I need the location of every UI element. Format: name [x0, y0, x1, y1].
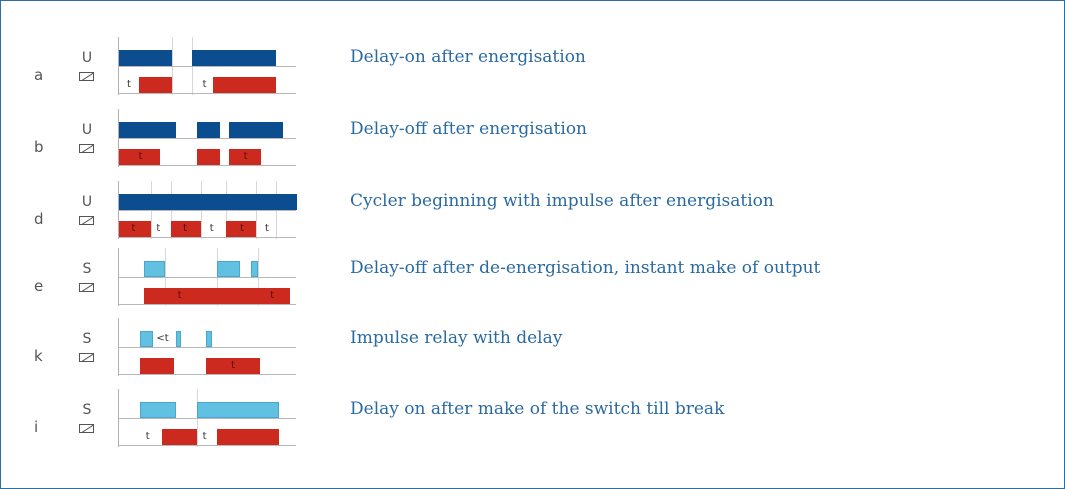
supply-voltage-symbol: U — [81, 194, 93, 210]
switch-on-pulse — [175, 331, 182, 347]
control-switch-symbol: S — [82, 402, 92, 418]
function-description: Delay-off after energisation — [350, 119, 588, 139]
supply-voltage-symbol: U — [81, 122, 93, 138]
function-letter: b — [34, 138, 44, 156]
function-description: Cycler beginning with impulse after ener… — [350, 191, 774, 211]
time-delay-label: t — [202, 79, 207, 90]
relay-coil-icon — [79, 72, 94, 81]
relay-output-pulse — [216, 429, 280, 445]
output-baseline — [118, 374, 296, 375]
function-description: Delay-on after energisation — [350, 47, 586, 67]
supply-on-pulse — [119, 194, 297, 210]
function-description: Impulse relay with delay — [350, 328, 563, 348]
control-switch-symbol: S — [82, 331, 92, 347]
function-letter: i — [34, 418, 39, 436]
supply-on-pulse — [191, 50, 276, 66]
output-baseline — [118, 93, 296, 94]
supply-on-pulse — [119, 50, 173, 66]
relay-coil-icon — [79, 144, 94, 153]
relay-output-pulse — [216, 288, 290, 304]
time-delay-label: t — [138, 151, 143, 162]
output-baseline — [118, 165, 296, 166]
relay-output-pulse — [119, 149, 160, 165]
function-letter: k — [34, 347, 43, 365]
relay-output-pulse — [225, 221, 257, 237]
relay-output-pulse — [206, 358, 260, 374]
relay-output-pulse — [229, 149, 262, 165]
relay-output-pulse — [140, 358, 175, 374]
time-delay-label: t — [231, 360, 236, 371]
time-delay-label: t — [240, 223, 244, 234]
relay-output-pulse — [170, 221, 201, 237]
time-delay-label: t — [202, 431, 207, 442]
control-switch-symbol: S — [82, 261, 92, 277]
relay-output-pulse — [197, 149, 221, 165]
switch-on-pulse — [197, 402, 280, 418]
function-letter: e — [34, 277, 44, 295]
time-delay-label: t — [127, 79, 131, 90]
relay-output-pulse — [119, 221, 152, 237]
supply-on-pulse — [229, 122, 283, 138]
input-baseline — [118, 210, 296, 211]
relay-output-pulse — [143, 288, 219, 304]
time-delay-label: t — [243, 151, 248, 162]
time-delay-label: t — [177, 290, 182, 301]
time-delay-label: t — [145, 431, 150, 442]
switch-on-pulse — [140, 331, 153, 347]
switch-on-pulse — [143, 261, 166, 277]
input-baseline — [118, 418, 296, 419]
function-description: Delay-off after de-energisation, instant… — [350, 258, 821, 278]
relay-output-pulse — [213, 77, 276, 93]
time-delay-label: t — [156, 223, 161, 234]
time-delay-label: t — [131, 223, 136, 234]
supply-on-pulse — [119, 122, 176, 138]
input-baseline — [118, 347, 296, 348]
output-baseline — [118, 237, 296, 238]
switch-on-pulse — [250, 261, 258, 277]
supply-on-pulse — [197, 122, 221, 138]
function-letter: a — [34, 66, 44, 84]
function-row-k: k S <t t Impulse relay with delay — [0, 318, 1060, 397]
switch-on-pulse — [206, 331, 212, 347]
supply-voltage-symbol: U — [81, 50, 93, 66]
relay-coil-icon — [79, 283, 94, 292]
relay-coil-icon — [79, 424, 94, 433]
relay-coil-icon — [79, 216, 94, 225]
switch-on-pulse — [140, 402, 176, 418]
input-baseline — [118, 66, 296, 67]
time-delay-label: t — [270, 290, 275, 301]
output-baseline — [118, 304, 296, 305]
function-description: Delay on after make of the switch till b… — [350, 399, 725, 419]
time-delay-label: t — [209, 223, 214, 234]
function-letter: d — [34, 210, 44, 228]
switch-on-pulse — [216, 261, 241, 277]
timing-diagram: <t t — [116, 318, 298, 376]
time-delay-label: t — [183, 223, 187, 234]
output-baseline — [118, 445, 296, 446]
time-delay-label: <t — [156, 333, 169, 344]
relay-coil-icon — [79, 353, 94, 362]
input-baseline — [118, 138, 296, 139]
relay-output-pulse — [161, 429, 198, 445]
time-delay-label: t — [264, 223, 269, 234]
relay-output-pulse — [138, 77, 173, 93]
input-baseline — [118, 277, 296, 278]
